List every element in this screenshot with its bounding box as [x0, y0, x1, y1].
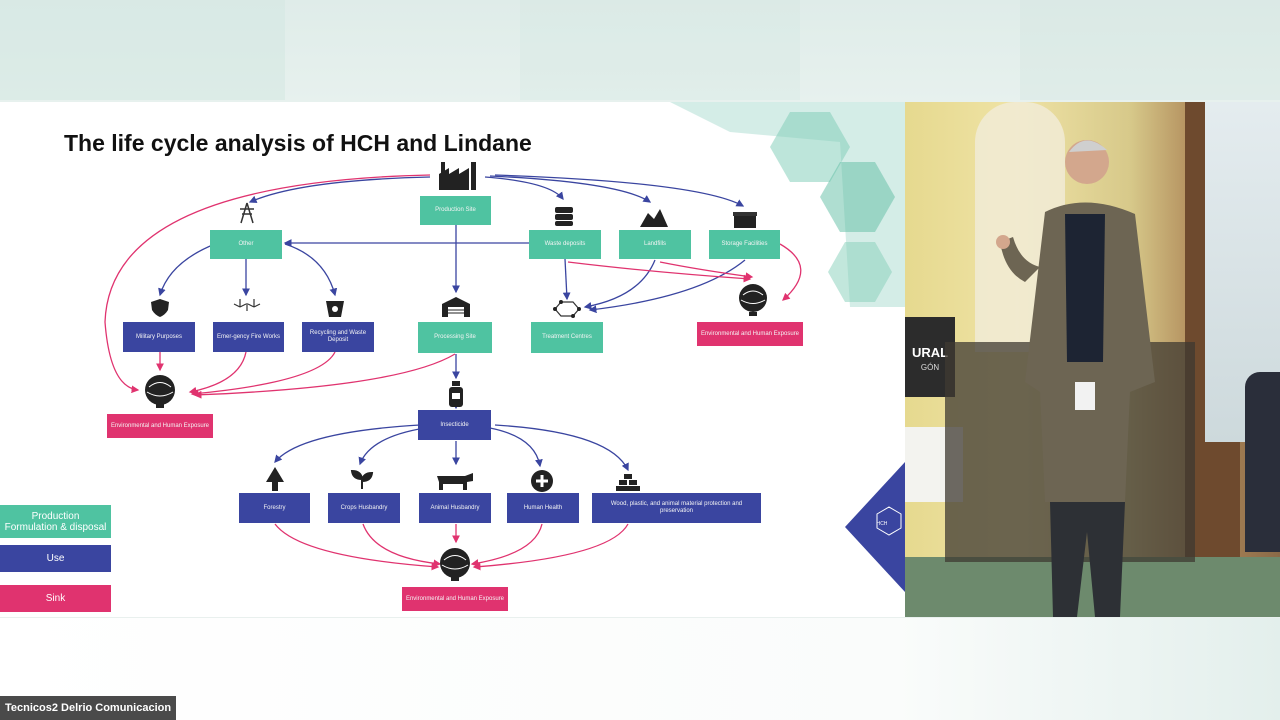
- legend-use: Use: [0, 545, 111, 572]
- lumber-stack-icon: [616, 474, 640, 491]
- background-top: [0, 0, 1280, 102]
- globe-exposure-icon: [440, 548, 470, 581]
- background-band: [0, 0, 285, 100]
- flow-arrows: [104, 174, 802, 571]
- forestry-box: Forestry: [239, 493, 310, 523]
- military-purposes-box: Military Purposes: [123, 322, 195, 352]
- military-shield-icon: [151, 299, 169, 317]
- background-band: [1020, 0, 1280, 100]
- plant-icon: [350, 469, 374, 489]
- ribbon-decoration: [845, 462, 905, 592]
- recycling-waste-deposit-box: Recycling and Waste Deposit: [302, 322, 374, 352]
- second-person: [1245, 372, 1280, 552]
- slide-title: The life cycle analysis of HCH and Linda…: [64, 130, 532, 156]
- health-cross-icon: [531, 470, 553, 492]
- human-health-box: Human Health: [507, 493, 579, 523]
- power-tower-icon: [240, 202, 254, 224]
- presentation-slide: HCH The life cycle analysis of HCH and L…: [0, 102, 905, 617]
- fireworks-icon: [233, 299, 261, 311]
- emergency-fire-works-box: Emer-gency Fire Works: [213, 322, 284, 352]
- treatment-centres-box: Treatment Centres: [531, 322, 603, 353]
- env-exposure-box-left: Environmental and Human Exposure: [107, 414, 213, 438]
- env-exposure-box-right: Environmental and Human Exposure: [697, 322, 803, 346]
- waste-deposits-box: Waste deposits: [529, 230, 601, 259]
- participant-name-label: Tecnicos2 Delrio Comunicacion: [0, 696, 177, 720]
- presenter: [996, 140, 1155, 617]
- storage-box-icon: [733, 212, 757, 228]
- wood-plastic-protection-box: Wood, plastic, and animal material prote…: [592, 493, 761, 523]
- landfills-box: Landfills: [619, 230, 691, 259]
- insecticide-box: Insecticide: [418, 410, 491, 440]
- legend-production: Production Formulation & disposal: [0, 505, 111, 538]
- speaker-video-feed: URAL GÓN: [905, 102, 1280, 617]
- warehouse-icon: [442, 297, 470, 317]
- spray-bottle-icon: [449, 381, 463, 407]
- badge-label: HCH: [876, 521, 888, 527]
- globe-exposure-icon: [739, 284, 767, 316]
- production-site-box: Production Site: [420, 196, 491, 225]
- molecule-icon: [553, 300, 581, 318]
- recycle-bin-icon: [326, 301, 344, 317]
- landfill-icon: [640, 209, 668, 227]
- other-box: Other: [210, 230, 282, 259]
- tree-icon: [266, 467, 284, 491]
- background-bottom: [0, 618, 1280, 720]
- podium-sign-subtext: GÓN: [920, 363, 940, 372]
- crops-husbandry-box: Crops Husbandry: [328, 493, 400, 523]
- legend-sink: Sink: [0, 585, 111, 612]
- barrels-icon: [555, 207, 573, 226]
- env-exposure-box-bottom: Environmental and Human Exposure: [402, 587, 508, 611]
- animal-husbandry-box: Animal Husbandry: [419, 493, 491, 523]
- background-band: [520, 0, 800, 100]
- processing-site-box: Processing Site: [418, 322, 492, 353]
- factory-icon: [439, 162, 476, 190]
- storage-facilities-box: Storage Facilities: [709, 230, 780, 259]
- podium-sign-text: URAL: [911, 345, 949, 360]
- cow-icon: [437, 473, 473, 490]
- globe-exposure-icon: [145, 375, 175, 408]
- hexagon-decoration: [670, 102, 905, 307]
